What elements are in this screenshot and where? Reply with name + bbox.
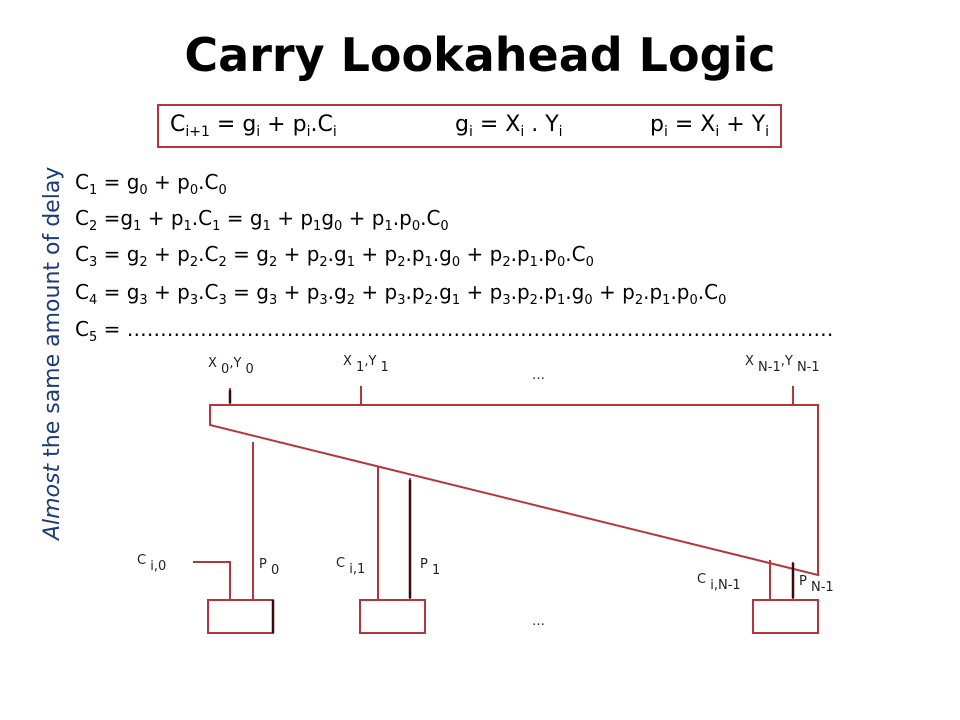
label-xn-yn: X N-1,Y N-1 <box>745 354 820 375</box>
label-p1: P 1 <box>420 557 441 578</box>
slide-title: Carry Lookahead Logic <box>184 28 776 82</box>
label-ci1: C i,1 <box>336 556 366 577</box>
generate-equation: gi = Xi . Yi <box>455 112 563 140</box>
equation-c4: C4 = g3 + p3.C3 = g3 + p3.g2 + p3.p2.g1 … <box>75 280 727 308</box>
label-x1-y1: X 1,Y 1 <box>343 354 389 375</box>
carry-equation: Ci+1 = gi + pi.Ci <box>170 112 337 140</box>
equation-c3: C3 = g2 + p2.C2 = g2 + p2.g1 + p2.p1.g0 … <box>75 242 594 270</box>
sum-block-n <box>752 599 819 634</box>
equation-c1: C1 = g0 + p0.C0 <box>75 170 227 198</box>
equation-c5: C5 = ……………………………………………………………………………………………… <box>75 317 835 341</box>
label-p0: P 0 <box>259 557 280 578</box>
label-pn: P N-1 <box>799 574 834 595</box>
label-ci0: C i,0 <box>137 553 167 574</box>
sum-block-1 <box>359 599 426 634</box>
bottom-ellipsis: … <box>532 614 545 629</box>
equation-c2: C2 =g1 + p1.C1 = g1 + p1g0 + p1.p0.C0 <box>75 206 449 234</box>
propagate-equation: pi = Xi + Yi <box>650 112 769 140</box>
ci0-wire <box>193 561 231 600</box>
label-x0-y0: X 0,Y 0 <box>208 356 254 377</box>
sum-block-0 <box>207 599 274 634</box>
label-cin: C i,N-1 <box>697 572 741 593</box>
definition-box <box>157 104 782 148</box>
top-ellipsis: … <box>532 368 545 383</box>
lookahead-block <box>209 404 819 577</box>
